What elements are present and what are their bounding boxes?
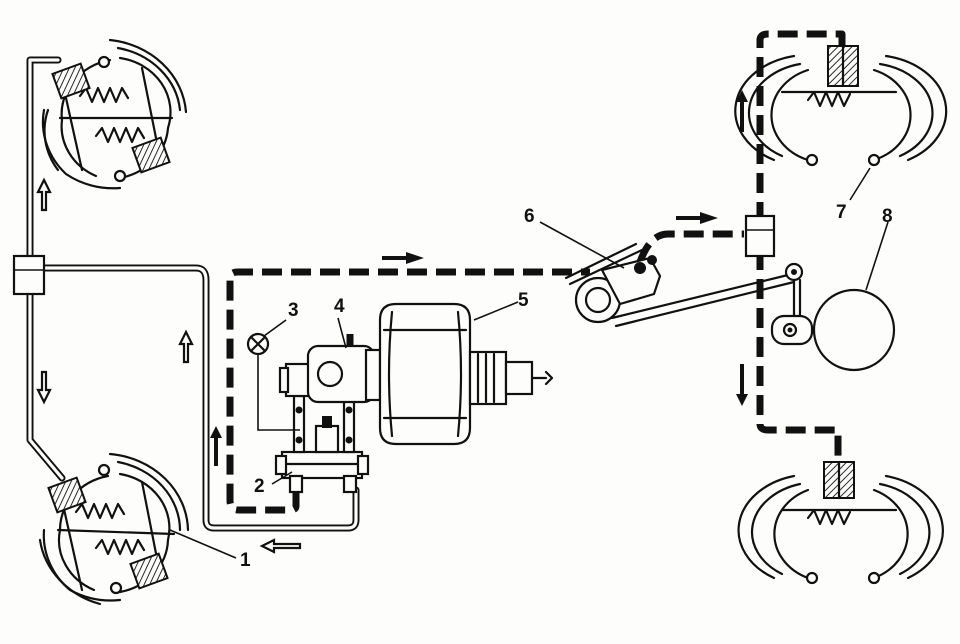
front-left-bottom-brake-drum (38, 452, 190, 606)
label-6: 6 (524, 206, 535, 227)
label-1: 1 (240, 550, 251, 571)
label-4: 4 (334, 296, 345, 317)
front-left-top-brake-drum (41, 38, 188, 190)
pressure-regulator-valve (564, 242, 796, 328)
left-tee-fitting (12, 254, 46, 296)
master-cylinder (278, 344, 382, 404)
right-tee-fitting (744, 214, 776, 258)
arrow-right-valve (676, 212, 718, 224)
label-3: 3 (288, 300, 299, 321)
arrow-down-left-bottom (36, 370, 52, 405)
rear-right-bottom-brake-drum (737, 460, 944, 585)
left-circuit-pipes (12, 56, 360, 532)
left-flow-arrows (36, 177, 302, 554)
label-5: 5 (518, 290, 529, 311)
vacuum-booster (378, 302, 554, 446)
right-circuit-pipes (226, 30, 846, 514)
rear-right-top-brake-drum (734, 44, 948, 167)
label-2: 2 (254, 476, 265, 497)
arrow-right-top-pipe (382, 252, 424, 264)
label-7: 7 (836, 202, 847, 223)
rear-axle (770, 262, 896, 372)
leader-lines (169, 167, 889, 559)
arrow-down-right (736, 364, 748, 406)
brake-pressure-regulator (274, 394, 370, 494)
right-flow-arrows (210, 90, 748, 466)
arrow-up-left-top (36, 177, 52, 212)
component-labels: 1 2 3 4 5 6 7 8 (240, 202, 893, 571)
label-8: 8 (882, 206, 893, 227)
arrow-up-left-dark (210, 426, 222, 466)
arrow-up-left-middle (178, 329, 194, 364)
arrow-left-bottom (259, 538, 302, 554)
arrow-up-right (736, 90, 748, 132)
warning-lamp (246, 332, 300, 431)
